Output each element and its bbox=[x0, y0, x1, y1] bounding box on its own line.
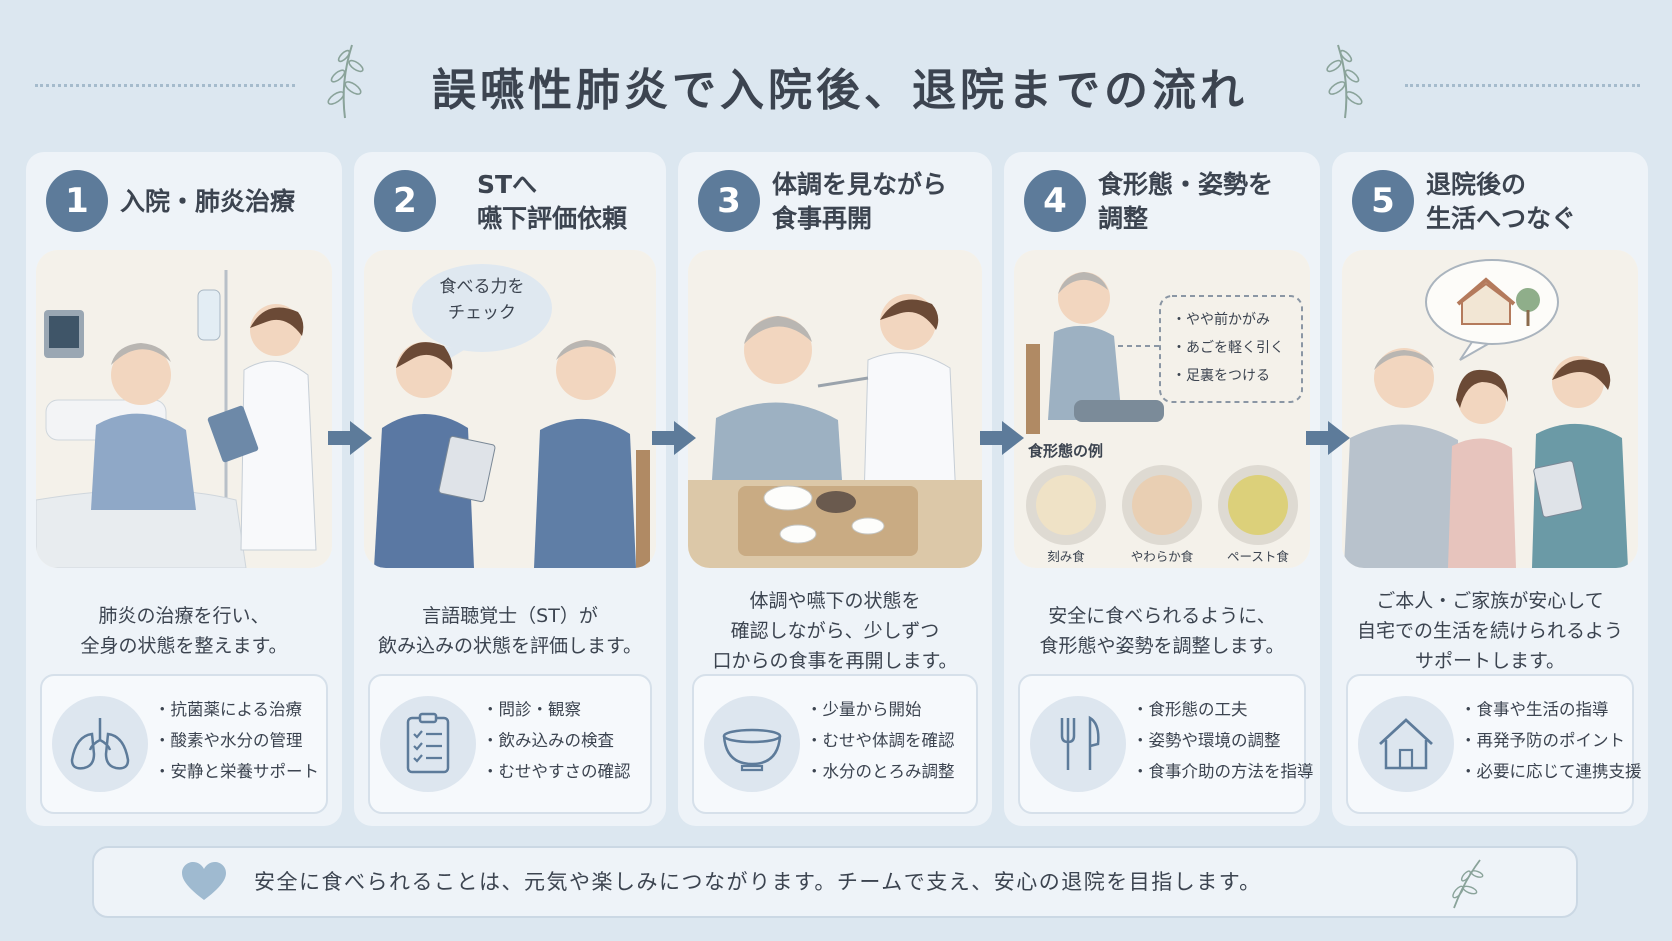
dotted-divider-left bbox=[35, 84, 295, 87]
list-item: 食事や生活の指導 bbox=[1460, 694, 1626, 725]
step-title: 入院・肺炎治療 bbox=[120, 187, 296, 216]
posture-note: ・足裏をつける bbox=[1172, 368, 1270, 384]
step-description: ご本人・ご家族が安心して 自宅での生活を続けられるよう サポートします。 bbox=[1356, 590, 1623, 672]
list-item: むせやすさの確認 bbox=[482, 756, 644, 787]
step-description: 体調や嚥下の状態を 確認しながら、少しずつ 口からの食事を再開します。 bbox=[712, 590, 958, 672]
step-card-2: 2 STへ 嚥下評価依頼 食べる力を チェック 言語聴覚士（ST）が 飲み込みの… bbox=[354, 152, 666, 826]
meal-restart-illustration bbox=[688, 250, 982, 568]
step-card-1: 1 入院・肺炎治療 肺炎の治療を行い、 全身の状態を整えます。 bbox=[26, 152, 342, 826]
step-info-box: 少量から開始 むせや体調を確認 水分のとろみ調整 bbox=[692, 674, 978, 814]
list-item: 食事介助の方法を指導 bbox=[1132, 756, 1314, 787]
step-card-3: 3 体調を見ながら 食事再開 体調や嚥下の状態を 確認しながら、少しずつ 口から… bbox=[678, 152, 992, 826]
step-checklist: 少量から開始 むせや体調を確認 水分のとろみ調整 bbox=[806, 694, 970, 787]
list-item: むせや体調を確認 bbox=[806, 725, 970, 756]
step-info-box: 問診・観察 飲み込みの検査 むせやすさの確認 bbox=[368, 674, 652, 814]
step-checklist: 食事や生活の指導 再発予防のポイント 必要に応じて連携支援 bbox=[1460, 694, 1642, 787]
list-item: 問診・観察 bbox=[482, 694, 644, 725]
step-title: 退院後の 生活へつなぐ bbox=[1426, 170, 1577, 233]
footer-message-box: 安全に食べられることは、元気や楽しみにつながります。チームで支え、安心の退院を目… bbox=[92, 846, 1578, 918]
list-item: 必要に応じて連携支援 bbox=[1460, 756, 1642, 787]
page-title: 誤嚥性肺炎で入院後、退院までの流れ bbox=[432, 65, 1248, 116]
step-title: 食形態・姿勢を 調整 bbox=[1098, 170, 1274, 233]
posture-notes: ・やや前かがみ ・あごを軽く引く ・足裏をつける bbox=[1172, 306, 1296, 390]
step-description: 言語聴覚士（ST）が 飲み込みの状態を評価します。 bbox=[377, 605, 643, 657]
leaf-sprig-icon bbox=[1326, 44, 1363, 119]
step-description: 安全に食べられるように、 食形態や姿勢を調整します。 bbox=[1039, 605, 1285, 657]
title-row: 誤嚥性肺炎で入院後、退院までの流れ bbox=[0, 40, 1672, 120]
food-form-label: ペースト食 bbox=[1227, 549, 1289, 564]
list-item: 水分のとろみ調整 bbox=[806, 756, 970, 787]
list-item: 飲み込みの検査 bbox=[482, 725, 644, 756]
house-icon bbox=[1358, 696, 1454, 792]
leaf-sprig-icon bbox=[1452, 859, 1484, 909]
step-number: 4 bbox=[1024, 170, 1086, 232]
list-item: 姿勢や環境の調整 bbox=[1132, 725, 1298, 756]
step-number: 3 bbox=[698, 170, 760, 232]
step-card-5: 5 退院後の 生活へつなぐ ご本人・ご家族が安心して 自宅での生活を続けられるよ… bbox=[1332, 152, 1648, 826]
step-header: 5 退院後の 生活へつなぐ bbox=[1352, 170, 1638, 234]
clipboard-checklist-icon bbox=[380, 696, 476, 792]
dotted-divider-right bbox=[1405, 84, 1640, 87]
arrow-right-icon bbox=[328, 421, 372, 455]
step-number: 1 bbox=[46, 170, 108, 232]
list-item: 再発予防のポイント bbox=[1460, 725, 1626, 756]
step-header: 3 体調を見ながら 食事再開 bbox=[698, 170, 982, 234]
discharge-support-illustration bbox=[1342, 250, 1638, 568]
hospital-bed-illustration bbox=[36, 250, 332, 568]
swallow-evaluation-illustration: 食べる力を チェック bbox=[364, 250, 656, 568]
leaf-sprig-icon bbox=[327, 44, 364, 119]
arrow-right-icon bbox=[1306, 421, 1350, 455]
step-checklist: 抗菌薬による治療 酸素や水分の管理 安静と栄養サポート bbox=[154, 694, 320, 787]
step-header: 4 食形態・姿勢を 調整 bbox=[1024, 170, 1310, 234]
step-header: 1 入院・肺炎治療 bbox=[46, 170, 332, 234]
lungs-icon bbox=[52, 696, 148, 792]
speech-bubble: 食べる力を チェック bbox=[439, 277, 525, 323]
list-item: 少量から開始 bbox=[806, 694, 970, 725]
posture-note: ・あごを軽く引く bbox=[1172, 340, 1284, 356]
footer-text: 安全に食べられることは、元気や楽しみにつながります。チームで支え、安心の退院を目… bbox=[254, 870, 1262, 894]
list-item: 抗菌薬による治療 bbox=[154, 694, 320, 725]
food-forms-label: 食形態の例 bbox=[1028, 442, 1104, 460]
step-checklist: 問診・観察 飲み込みの検査 むせやすさの確認 bbox=[482, 694, 644, 787]
fork-knife-icon bbox=[1030, 696, 1126, 792]
step-title: 体調を見ながら 食事再開 bbox=[772, 170, 948, 233]
step-description: 肺炎の治療を行い、 全身の状態を整えます。 bbox=[80, 605, 288, 657]
arrow-right-icon bbox=[980, 421, 1024, 455]
step-number: 2 bbox=[374, 170, 436, 232]
step-info-box: 食事や生活の指導 再発予防のポイント 必要に応じて連携支援 bbox=[1346, 674, 1642, 814]
step-info-box: 食形態の工夫 姿勢や環境の調整 食事介助の方法を指導 bbox=[1018, 674, 1314, 814]
bowl-icon bbox=[704, 696, 800, 792]
step-info-box: 抗菌薬による治療 酸素や水分の管理 安静と栄養サポート bbox=[40, 674, 328, 814]
list-item: 食形態の工夫 bbox=[1132, 694, 1298, 725]
food-form-label: 刻み食 bbox=[1047, 549, 1085, 564]
arrow-right-icon bbox=[652, 421, 696, 455]
posture-food-form-illustration: ・やや前かがみ ・あごを軽く引く ・足裏をつける 食形態の例 刻み食 やわらか食… bbox=[1014, 250, 1310, 568]
heart-icon bbox=[182, 862, 226, 900]
list-item: 安静と栄養サポート bbox=[154, 756, 320, 787]
step-header: 2 STへ 嚥下評価依頼 bbox=[374, 170, 656, 234]
step-card-4: 4 食形態・姿勢を 調整 ・やや前かがみ ・あごを軽く引く ・足裏をつける 食形… bbox=[1004, 152, 1320, 826]
posture-note: ・やや前かがみ bbox=[1172, 312, 1270, 328]
step-title: STへ 嚥下評価依頼 bbox=[476, 170, 627, 233]
step-number: 5 bbox=[1352, 170, 1414, 232]
list-item: 酸素や水分の管理 bbox=[154, 725, 320, 756]
step-checklist: 食形態の工夫 姿勢や環境の調整 食事介助の方法を指導 bbox=[1132, 694, 1314, 787]
food-form-label: やわらか食 bbox=[1130, 549, 1194, 564]
